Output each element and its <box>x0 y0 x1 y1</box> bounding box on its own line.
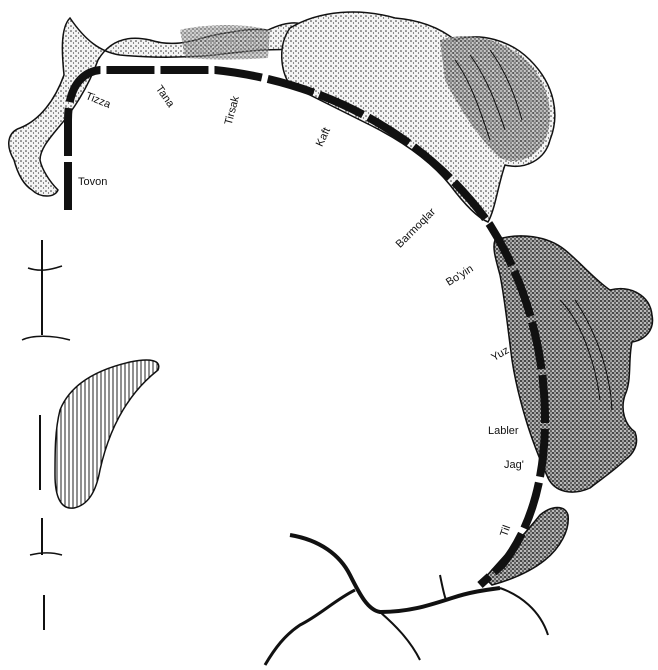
label-tizza: Tizza <box>84 90 113 111</box>
label-tirsak: Tirsak <box>223 94 242 126</box>
label-tovon: Tovon <box>78 176 107 188</box>
label-boyin: Bo'yin <box>444 263 475 289</box>
label-til: Til <box>498 524 513 539</box>
hand-figure <box>282 12 555 222</box>
ventricle-shape <box>55 360 159 508</box>
label-kaft: Kaft <box>314 126 333 149</box>
label-barmoqlar: Barmoqlar <box>394 206 439 251</box>
label-jag: Jag' <box>504 459 524 471</box>
leg-figure <box>9 18 310 196</box>
label-yuz: Yuz <box>489 344 511 364</box>
label-lablar: Labler <box>488 425 519 437</box>
label-tana: Tana <box>153 83 177 110</box>
